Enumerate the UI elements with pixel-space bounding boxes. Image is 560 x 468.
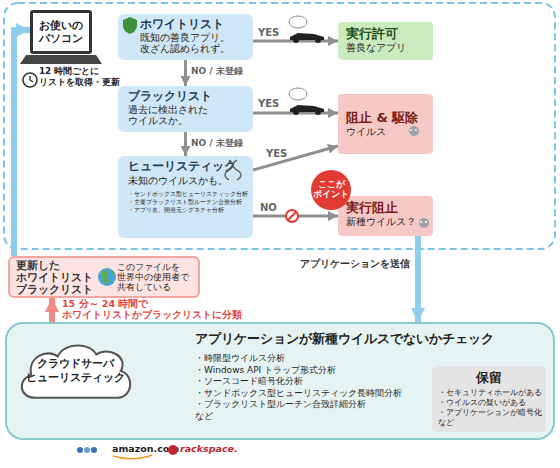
stop-sign-bar [288,212,296,220]
cloud-shape [22,345,131,397]
edge-label: NO / 未登録 [191,66,243,77]
flow-arrow [253,112,338,115]
logo-text: rackspace. [180,443,250,454]
stop-sign [286,210,298,222]
pc-region-outline [4,3,555,249]
shield-icon [123,17,137,34]
flow-arrow [253,40,338,43]
laptop-base [20,55,102,64]
virus-eye [420,221,422,223]
car-wheel [293,37,299,43]
edge-label: YES [266,148,287,160]
virus-icon [409,126,419,136]
node-text: ・ブラックリスト型ルーチン合致詳細分析 [195,399,366,410]
check-box: ブラックリスト過去に検出された ウイルスか。 [118,86,253,132]
node-heading: ここが ポイント [313,180,349,200]
cloud-check-region: アプリケーションが新種ウイルスでないかチェック・時限型ウイルス分析・Window… [5,322,555,440]
exhaust-cloud [289,88,307,100]
point-circle: ここが ポイント [311,170,351,210]
node-text: ・ウイルスの疑いがある [438,398,540,408]
edge-label: YES [258,98,279,110]
car-wheel [315,109,321,115]
globe-icon [98,268,116,286]
edge-label: NO / 未登録 [191,138,243,149]
logo-mark [91,447,97,453]
node-text: ・ソースコード暗号化分析 [195,376,303,387]
flow-arrow [14,30,30,256]
node-text: ・時限型ウイルス分析 [195,353,285,364]
result-box: 実行許可善良なアプリ [338,22,433,60]
clock-icon [23,73,37,87]
car-icon [290,105,324,115]
node-heading: ヒューリスティック [124,159,247,174]
node-text: ・アプリケーションが暗号化 [438,408,540,418]
exhaust-cloud [289,16,307,28]
node-text: ・サンドボックス型ヒューリスティック分析 [128,190,247,198]
flow-arrow [415,236,421,322]
virus-eye [410,129,412,131]
virus-eye [415,129,417,131]
check-box: ホワイトリスト既知の善良アプリ。 改ざん認められず。 [118,14,253,60]
logo-smile [113,455,152,459]
node-text: ・Windows API トラップ形式分析 [195,365,336,376]
node-text: 新種ウイルス？ [346,216,425,229]
car-body [290,33,324,40]
edge-label: 15 分～ 24 時間で ホワイトリストかブラックリストに分類 [62,299,237,321]
flow-arrow [49,298,55,322]
globe-land [101,270,114,283]
virus-eye [425,221,427,223]
virus-icon [419,218,429,228]
node-text: ・サンドボックス型ヒューリスティック長時間分析 [195,388,402,399]
logo-mark [168,445,178,455]
node-text: 善良なアプリ [346,42,425,55]
result-box: 実行阻止新種ウイルス？ [338,196,433,236]
update-box: 更新した ホワイトリスト ブラックリストこのファイルを 世界中の使用者で 共有し… [8,256,200,298]
check-box: ヒューリスティック未知のウイルスかも。・サンドボックス型ヒューリスティック分析・… [118,156,253,238]
flow-arrow [253,146,338,170]
clock-hands [30,76,33,82]
logo-mark [77,447,83,453]
hold-box: 保留・セキュリティホールがある・ウイルスの疑いがある・アプリケーションが暗号化な… [432,366,546,432]
edge-label: YES [258,27,279,39]
edge-label: NO [260,202,277,214]
laptop-screen: お使いの パソコン [30,10,92,54]
node-text: ・主要ブラックリスト型ルーチン合致分析 [128,198,247,206]
flow-arrow [184,132,187,156]
node-text: ・アプリ名、開発元シグネチャ分析 [128,206,247,214]
node-heading: お使いの パソコン [35,19,87,45]
node-text: など [195,411,213,422]
node-text: 過去に検出された ウイルスか。 [128,104,232,127]
flow-arrow [184,60,187,86]
node-heading: ホワイトリスト [124,17,247,32]
cloud-server: クラウドサーバ ヒューリスティック [15,338,135,404]
car-wheel [293,109,299,115]
node-heading: 更新した ホワイトリスト ブラックリスト [16,259,95,295]
node-text: など [438,418,540,428]
node-heading: 阻止 & 駆除 [346,110,425,126]
car-body [290,105,324,112]
edge-label: アプリケーションを送信 [298,258,410,270]
flow-arrow [253,215,338,218]
car-wheel [315,37,321,43]
node-heading: ブラックリスト [124,89,247,104]
node-heading: 実行許可 [346,26,425,42]
node-text: ウイルス [346,126,425,139]
node-text: ・セキュリティホールがある [438,388,540,398]
car-icon [290,33,324,43]
node-text: 既知の善良アプリ。 改ざん認められず。 [140,32,244,55]
node-heading: アプリケーションが新種ウイルスでないかチェック [195,331,494,347]
dna-icon [225,160,241,180]
node-heading: クラウドサーバ ヒューリスティック [23,357,127,386]
node-heading: 保留 [438,370,540,386]
node-text: このファイルを 世界中の使用者で 共有している [117,262,192,293]
logo-mark [84,447,90,453]
logo-text: amazon.com [112,443,182,454]
note-text: 12 時間ごとに リストを取得・更新 [39,66,123,88]
result-box: 阻止 & 駆除ウイルス [338,94,433,154]
node-text: 未知のウイルスかも。 [128,175,247,187]
node-heading: 実行阻止 [346,200,425,216]
